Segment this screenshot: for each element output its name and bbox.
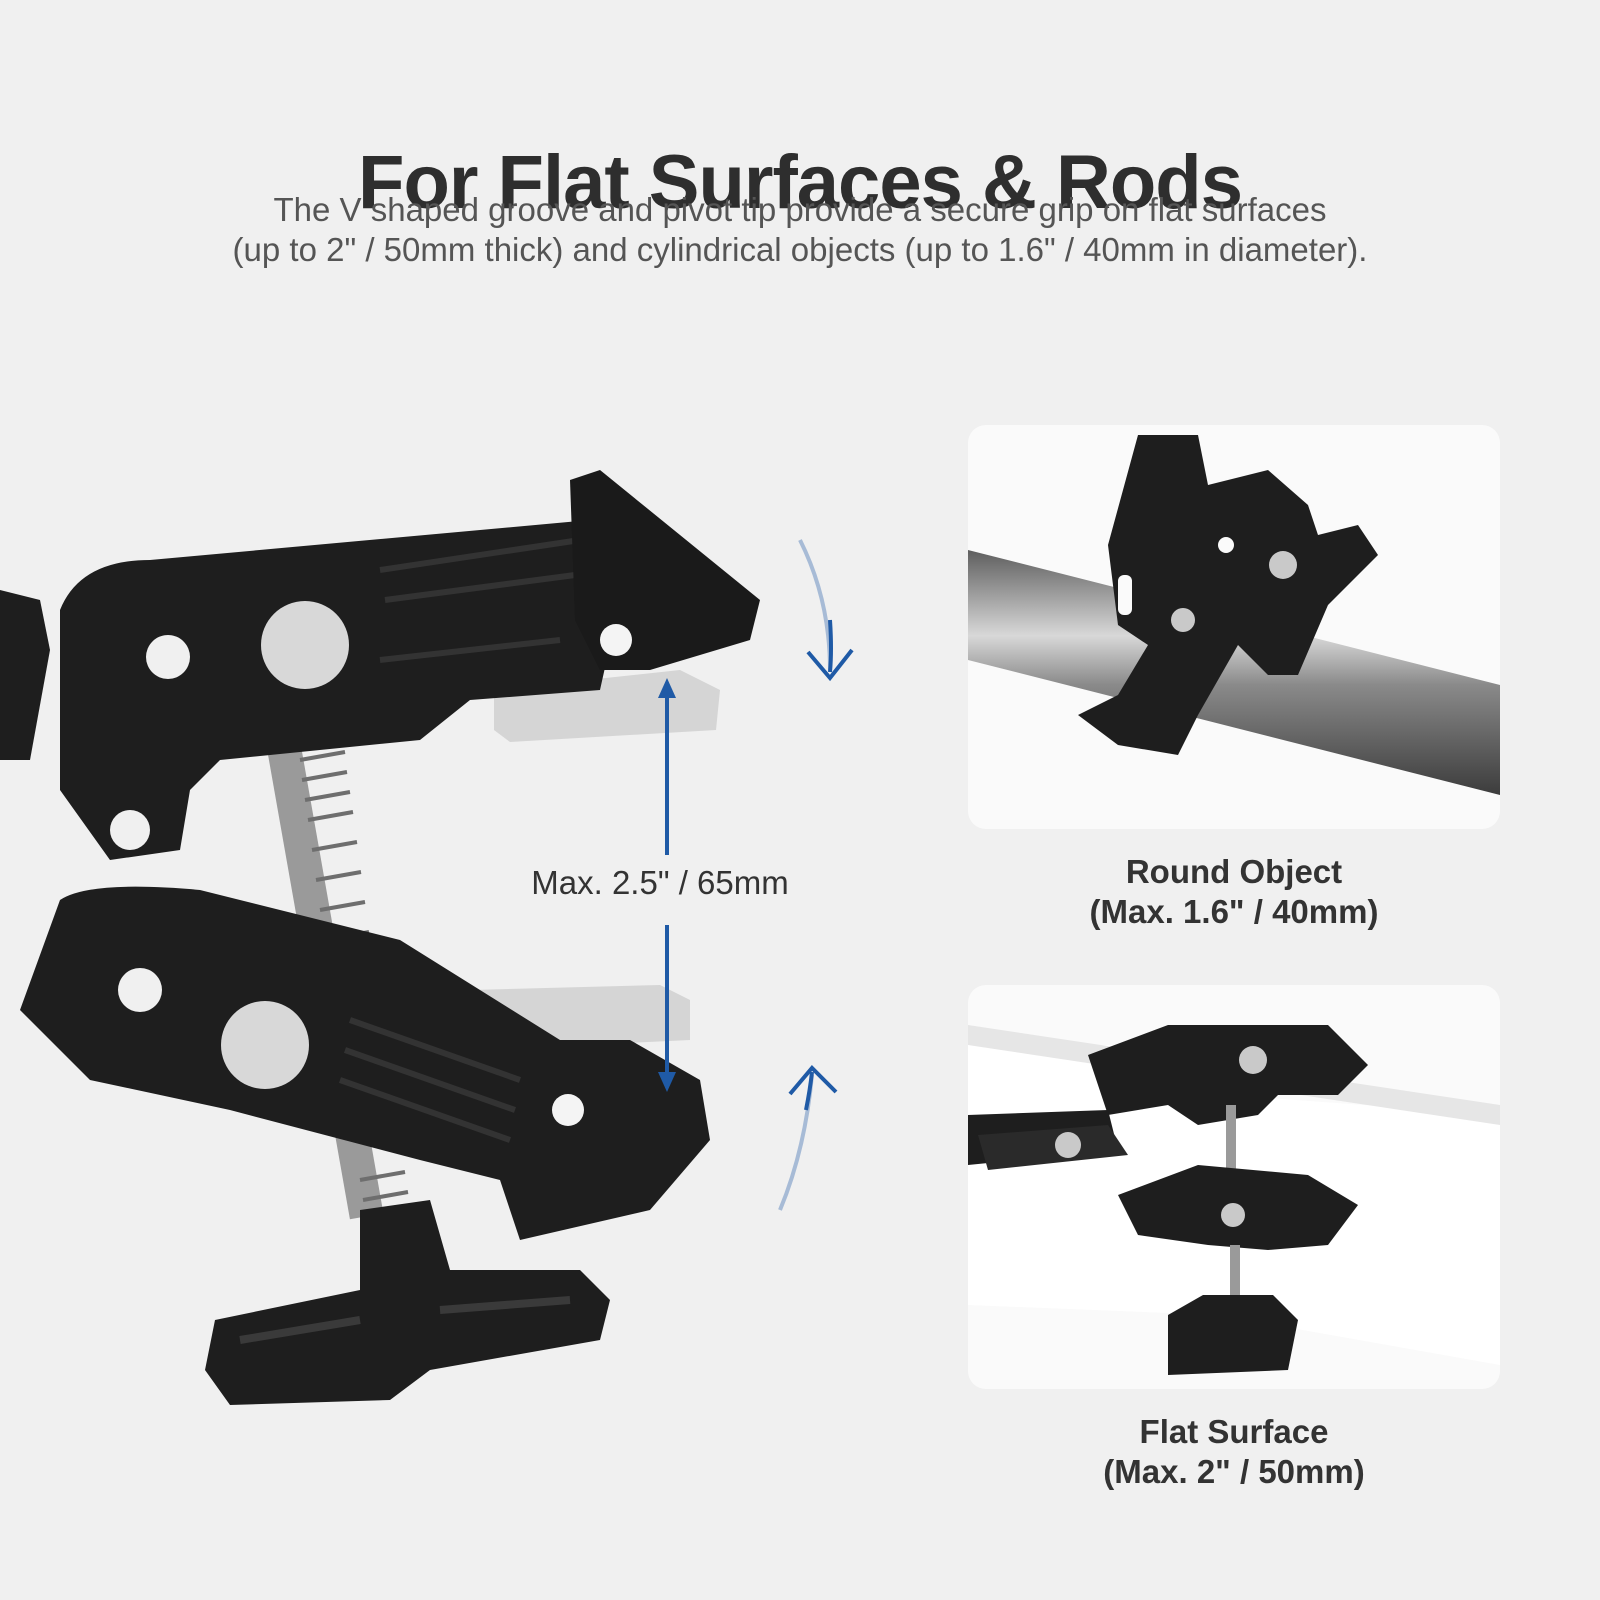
dimension-arrow — [658, 678, 676, 1092]
flat-surface-image — [968, 1025, 1500, 1375]
round-object-caption: Round Object (Max. 1.6" / 40mm) — [968, 852, 1500, 932]
clamp-main-image — [0, 470, 854, 1405]
motion-arrow-down — [798, 539, 854, 682]
motion-arrow-up — [778, 1065, 838, 1211]
max-opening-label: Max. 2.5" / 65mm — [531, 864, 789, 901]
t-handle-knob — [205, 1200, 610, 1405]
round-object-card — [968, 425, 1500, 829]
flat-surface-card — [968, 985, 1500, 1389]
subtitle-line-1: The V shaped groove and pivot tip provid… — [273, 191, 1327, 228]
round-caption-line-2: (Max. 1.6" / 40mm) — [1089, 893, 1379, 930]
flat-surface-caption: Flat Surface (Max. 2" / 50mm) — [968, 1412, 1500, 1492]
upper-arm — [60, 470, 760, 860]
flat-caption-line-2: (Max. 2" / 50mm) — [1103, 1453, 1365, 1490]
subtitle-line-2: (up to 2" / 50mm thick) and cylindrical … — [232, 231, 1368, 268]
round-object-image — [968, 435, 1500, 795]
lower-arm — [20, 886, 710, 1240]
page-title: For Flat Surfaces & Rods — [358, 139, 1243, 225]
page-subtitle: The V shaped groove and pivot tip provid… — [100, 190, 1500, 270]
round-caption-line-1: Round Object — [1125, 853, 1343, 890]
flat-caption-line-1: Flat Surface — [1139, 1413, 1329, 1450]
